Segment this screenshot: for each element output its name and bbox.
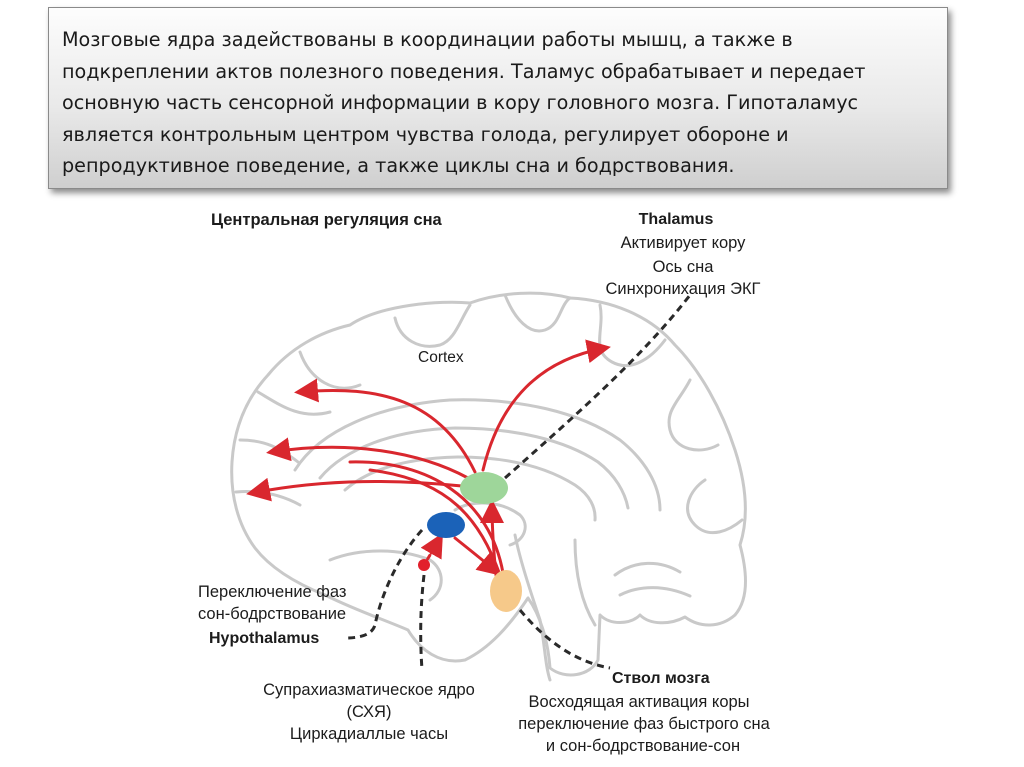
hypothalamus-line-2: сон-бодрствование [198,605,346,623]
leader-thalamus [504,294,692,480]
hypothalamus-name: Hypothalamus [209,630,319,647]
arrow-brainstem-hyp-2 [348,460,505,575]
thalamus-line-2: Ось сна [653,258,715,276]
gyrus-4 [298,350,362,390]
scn-node [418,559,430,571]
cerebellum-folds [613,561,692,598]
brainstem-node [490,570,522,612]
scn-line-3: Циркадиаллые часы [290,725,448,743]
hypothalamus-line-1: Переключение фаз [198,583,346,601]
brain-outer-contour [230,291,747,677]
cingulate-inner [318,426,630,510]
leader-scn [419,574,426,671]
brainstem-line-3: и сон-бодрствование-сон [546,737,740,755]
thalamus-node [460,472,508,504]
gyrus-3 [598,303,667,368]
brainstem-outline [513,533,597,682]
scn-line-1: Супрахиазматическое ядро [263,681,475,699]
gyrus-7 [234,490,302,507]
body-text: Мозговые ядра задействованы в координаци… [62,28,866,177]
gyrus-1 [393,303,472,348]
text-box: Мозговые ядра задействованы в координаци… [48,7,948,189]
leader-lines [344,294,692,671]
leader-hypothalamus [344,528,424,640]
gyrus-9 [686,478,744,535]
arrow-brainstem-hyp-1 [368,468,502,577]
brainstem-line-2: переключение фаз быстрого сна [518,715,770,733]
arrow-cortex-top [481,339,611,472]
activation-arrows [246,339,611,577]
scn-line-2: (СХЯ) [347,703,392,721]
gyrus-8 [667,378,720,452]
brain-outline [230,291,747,682]
cingulate-outer [293,398,662,512]
corpus-callosum [343,455,597,522]
gyrus-2 [503,293,572,333]
arrow-cortex-middle [266,437,470,480]
cortex-label: Cortex [418,349,464,366]
thalamus-name: Thalamus [639,211,714,228]
thalamus-line-1: Активирует кору [621,234,747,252]
brainstem-line-1: Восходящая активация коры [528,693,749,711]
leader-brainstem [518,609,611,670]
arrow-cortex-upper [294,378,477,474]
arrow-cortex-lower [246,477,464,502]
hypothalamus-node [427,512,465,538]
thalamus-line-3: Синхронихация ЭКГ [605,280,760,298]
diagram-title: Центральная регуляция сна [211,211,443,229]
arrow-hypothalamus-brainstem [453,536,502,576]
gyrus-5 [256,390,332,416]
brainstem-name: Ствол мозга [612,670,710,687]
